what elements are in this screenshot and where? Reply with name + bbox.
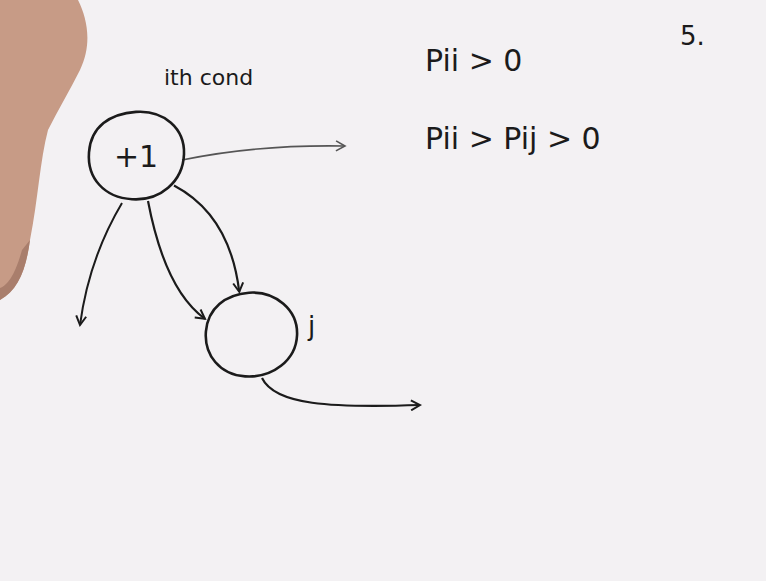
hand [0, 0, 87, 300]
node-text: +1 [114, 140, 158, 173]
blob-node: j [202, 290, 300, 380]
blob-node: +1ith cond [86, 110, 186, 202]
transition-arrow [174, 185, 239, 291]
formula-note: Pii > 0 [425, 44, 522, 77]
outgoing-arrow [262, 378, 420, 406]
node-heading: ith cond [164, 66, 253, 90]
outgoing-arrow [182, 146, 345, 160]
outgoing-arrow [80, 203, 122, 325]
formula-note: Pii > Pij > 0 [425, 122, 601, 155]
transition-arrow [148, 201, 205, 319]
blob-outline [202, 290, 300, 380]
node-label: j [308, 312, 315, 341]
hand-shadow [0, 240, 30, 300]
page-number: 5. [680, 22, 705, 51]
